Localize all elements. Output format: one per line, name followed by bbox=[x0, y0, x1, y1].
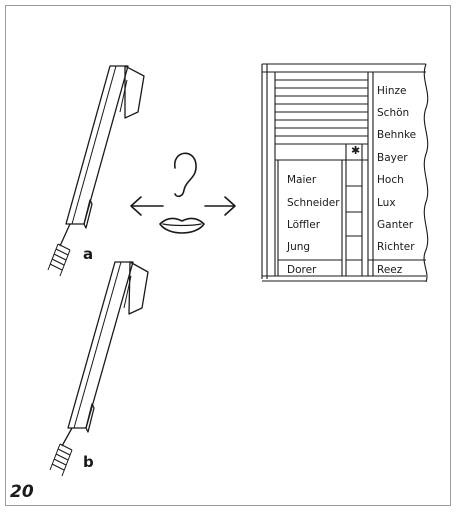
left-column-edge bbox=[274, 72, 279, 276]
name-label: Schön bbox=[377, 107, 409, 119]
door-panel bbox=[261, 63, 429, 283]
arrow-left-icon bbox=[130, 196, 164, 216]
right-name-list: Hinze Schön Behnke Bayer Hoch Lux Ganter… bbox=[377, 85, 416, 276]
name-label: Hoch bbox=[377, 174, 404, 186]
marker-cell bbox=[345, 144, 363, 160]
handset-coil-sides bbox=[49, 443, 73, 477]
handset-earpiece bbox=[124, 65, 145, 119]
handset-b bbox=[49, 261, 149, 477]
handset-edge-line bbox=[73, 261, 122, 429]
panel-break-line bbox=[423, 63, 429, 283]
name-label: Behnke bbox=[377, 129, 416, 141]
name-label: Schneider bbox=[287, 197, 340, 209]
name-label: Löffler bbox=[287, 219, 321, 231]
name-label: Jung bbox=[286, 241, 310, 253]
name-label: Bayer bbox=[377, 152, 408, 164]
name-label: Richter bbox=[377, 241, 415, 253]
handset-cord-neck bbox=[61, 427, 73, 447]
right-column-divider bbox=[367, 72, 374, 276]
handset-mouthpiece bbox=[83, 199, 93, 229]
handset-earpiece bbox=[128, 261, 149, 315]
handset-cord-neck bbox=[59, 223, 71, 247]
name-label: Ganter bbox=[377, 219, 414, 231]
marker-symbol: ✱ bbox=[351, 144, 360, 157]
handset-mouthpiece bbox=[85, 403, 95, 433]
arrow-right-icon bbox=[204, 196, 236, 216]
handset-b-label: b bbox=[83, 453, 94, 471]
handset-a bbox=[47, 65, 145, 277]
left-name-list: Maier Schneider Löffler Jung Dorer bbox=[286, 174, 340, 276]
handset-coil-sides bbox=[47, 243, 71, 277]
handset-a-label: a bbox=[83, 245, 93, 263]
panel-top-edge bbox=[262, 63, 426, 73]
name-label: Maier bbox=[287, 174, 317, 186]
handset-body bbox=[65, 65, 129, 225]
name-label: Hinze bbox=[377, 85, 406, 97]
ear-icon bbox=[174, 152, 197, 198]
panel-left-edge bbox=[261, 64, 268, 279]
communication-symbols bbox=[130, 152, 236, 234]
mouth-icon bbox=[159, 217, 205, 234]
name-label: Reez bbox=[377, 264, 403, 276]
handset-earpiece-line bbox=[123, 275, 132, 309]
handset-coil-cord bbox=[49, 243, 71, 271]
handset-edge-line bbox=[71, 65, 117, 225]
button-column bbox=[341, 160, 363, 276]
name-label: Dorer bbox=[287, 264, 317, 276]
handset-earpiece-line bbox=[119, 79, 128, 113]
mouth-lip-line bbox=[162, 223, 202, 227]
name-label: Lux bbox=[377, 197, 396, 209]
figure-number: 20 bbox=[10, 482, 34, 502]
speaker-grille bbox=[275, 79, 368, 145]
frame-border bbox=[5, 5, 451, 506]
handset-coil-cord bbox=[51, 443, 73, 471]
panel-bottom-edge bbox=[262, 275, 426, 282]
button-separators bbox=[346, 185, 362, 261]
handset-body bbox=[67, 261, 134, 429]
